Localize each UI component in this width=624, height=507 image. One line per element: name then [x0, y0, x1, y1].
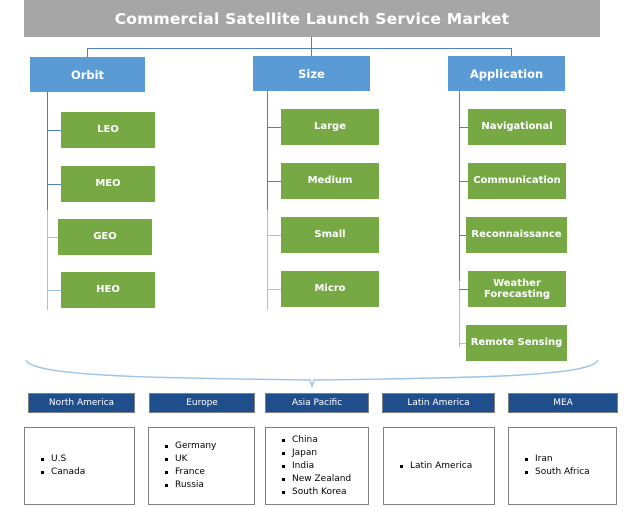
list-item: U.S: [41, 453, 134, 466]
region-header-asia-pacific[interactable]: Asia Pacific: [265, 393, 369, 413]
leaf-label-large: Large: [314, 121, 346, 133]
region-body-north-america: U.S Canada: [24, 427, 135, 505]
country-list-asia-pacific: China Japan India New Zealand South Kore…: [278, 434, 368, 499]
region-label-mea: MEA: [553, 398, 573, 408]
category-box-application[interactable]: Application: [448, 56, 565, 91]
leaf-label-weather-forecasting: Weather Forecasting: [483, 277, 551, 301]
region-header-latin-america[interactable]: Latin America: [382, 393, 495, 413]
country-list-latin-america: Latin America: [396, 460, 494, 473]
region-body-asia-pacific: China Japan India New Zealand South Kore…: [265, 427, 369, 505]
country-list-europe: Germany UK France Russia: [161, 440, 254, 492]
connector-tick-small: [267, 235, 281, 236]
leaf-box-navigational[interactable]: Navigational: [468, 109, 566, 145]
leaf-box-remote-sensing[interactable]: Remote Sensing: [466, 325, 567, 361]
country-list-mea: Iran South Africa: [521, 453, 616, 479]
list-item: India: [282, 460, 368, 473]
category-label-orbit: Orbit: [70, 67, 105, 82]
leaf-label-leo: LEO: [97, 124, 119, 136]
region-label-north-america: North America: [48, 398, 115, 408]
connector-title-stem: [311, 37, 312, 49]
category-box-size[interactable]: Size: [253, 56, 370, 91]
connector-drop-orbit: [87, 48, 88, 58]
leaf-box-geo[interactable]: GEO: [58, 219, 152, 255]
leaf-box-weather-forecasting[interactable]: Weather Forecasting: [468, 271, 566, 307]
region-header-north-america[interactable]: North America: [28, 393, 135, 413]
leaf-label-navigational: Navigational: [481, 121, 553, 133]
leaf-label-communication: Communication: [473, 175, 561, 187]
region-label-asia-pacific: Asia Pacific: [291, 398, 343, 408]
leaf-box-small[interactable]: Small: [281, 217, 379, 253]
connector-tick-large: [267, 127, 281, 128]
connector-tick-reconnaissance: [459, 235, 468, 236]
connector-tick-navigational: [459, 127, 468, 128]
brace-curve: [25, 359, 599, 388]
connector-tick-geo: [47, 237, 61, 238]
list-item: South Africa: [525, 466, 616, 479]
list-item: UK: [165, 453, 254, 466]
region-header-mea[interactable]: MEA: [508, 393, 618, 413]
connector-tick-micro: [267, 289, 281, 290]
leaf-label-small: Small: [314, 229, 346, 241]
leaf-label-geo: GEO: [93, 231, 117, 243]
category-label-application: Application: [469, 66, 544, 81]
leaf-box-medium[interactable]: Medium: [281, 163, 379, 199]
list-item: Russia: [165, 479, 254, 492]
leaf-box-leo[interactable]: LEO: [61, 112, 155, 148]
list-item: South Korea: [282, 486, 368, 499]
connector-tick-medium: [267, 181, 281, 182]
list-item: New Zealand: [282, 473, 368, 486]
connector-drop-size: [311, 48, 312, 58]
connector-tick-remote-sensing: [459, 343, 468, 344]
connector-horizontal-bus: [87, 48, 512, 49]
list-item: France: [165, 466, 254, 479]
list-item: Iran: [525, 453, 616, 466]
region-body-europe: Germany UK France Russia: [148, 427, 255, 505]
connector-spine-size-lower: [267, 210, 268, 310]
connector-spine-orbit: [47, 92, 48, 210]
connector-spine-size: [267, 91, 268, 210]
list-item: Latin America: [400, 460, 494, 473]
leaf-label-meo: MEO: [95, 178, 121, 190]
leaf-box-large[interactable]: Large: [281, 109, 379, 145]
leaf-label-reconnaissance: Reconnaissance: [471, 229, 562, 241]
region-body-mea: Iran South Africa: [508, 427, 617, 505]
connector-drop-application: [511, 48, 512, 58]
leaf-box-communication[interactable]: Communication: [468, 163, 566, 199]
region-label-latin-america: Latin America: [407, 398, 470, 408]
connector-tick-meo: [47, 184, 61, 185]
leaf-label-remote-sensing: Remote Sensing: [470, 337, 563, 349]
leaf-box-meo[interactable]: MEO: [61, 166, 155, 202]
region-header-europe[interactable]: Europe: [149, 393, 255, 413]
connector-tick-leo: [47, 130, 61, 131]
connector-tick-communication: [459, 181, 468, 182]
region-label-europe: Europe: [186, 398, 218, 408]
connector-spine-application-lower: [459, 281, 460, 347]
leaf-box-heo[interactable]: HEO: [61, 272, 155, 308]
leaf-box-reconnaissance[interactable]: Reconnaissance: [466, 217, 567, 253]
leaf-box-micro[interactable]: Micro: [281, 271, 379, 307]
list-item: China: [282, 434, 368, 447]
connector-spine-orbit-lower: [47, 210, 48, 310]
list-item: Germany: [165, 440, 254, 453]
country-list-north-america: U.S Canada: [37, 453, 134, 479]
list-item: Canada: [41, 466, 134, 479]
leaf-label-medium: Medium: [307, 175, 353, 187]
leaf-label-heo: HEO: [96, 284, 120, 296]
category-label-size: Size: [298, 66, 325, 81]
category-box-orbit[interactable]: Orbit: [30, 57, 145, 92]
list-item: Japan: [282, 447, 368, 460]
region-body-latin-america: Latin America: [383, 427, 495, 505]
connector-spine-application: [459, 91, 460, 281]
leaf-label-micro: Micro: [314, 283, 346, 295]
connector-tick-weather-forecasting: [459, 289, 468, 290]
diagram-title: Commercial Satellite Launch Service Mark…: [24, 0, 600, 37]
connector-tick-heo: [47, 290, 61, 291]
